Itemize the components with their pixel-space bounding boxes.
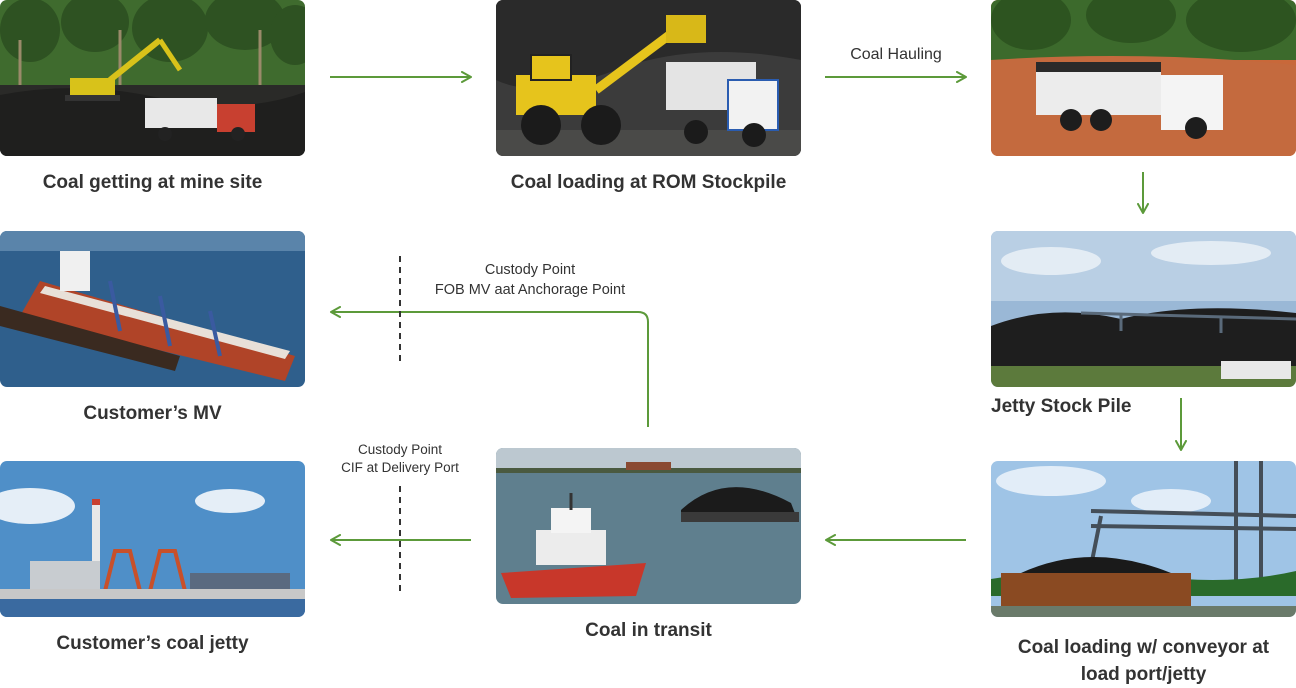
barge-beside-vessel-shape xyxy=(0,306,180,371)
label-custody-fob-line1: Custody Point xyxy=(484,262,576,278)
caption-conveyor-load-port: Coal loading w/ conveyor at load port/je… xyxy=(991,634,1296,688)
jetty-stockpile-photo xyxy=(991,231,1296,387)
wheel-loader-shape xyxy=(516,15,706,145)
caption-mine-site: Coal getting at mine site xyxy=(42,172,263,193)
caption-jetty-stockpile: Jetty Stock Pile xyxy=(991,396,1132,417)
caption-conveyor-line1: Coal loading w/ conveyor at xyxy=(1017,637,1270,658)
caption-rom-stockpile: Coal loading at ROM Stockpile xyxy=(510,172,787,193)
power-plant-shape xyxy=(30,499,290,592)
label-custody-cif-line2: CIF at Delivery Port xyxy=(341,460,459,475)
customer-mv-photo xyxy=(0,231,305,387)
hauling-photo xyxy=(991,0,1296,156)
barge-shape xyxy=(681,487,799,522)
label-custody-fob-line2: FOB MV aat Anchorage Point xyxy=(434,282,626,298)
coal-in-transit-photo xyxy=(496,448,801,604)
caption-conveyor-line2: load port/jetty xyxy=(1080,664,1207,685)
conveyor-shape xyxy=(1080,311,1296,333)
truck-shape xyxy=(666,62,779,147)
tugboat-shape xyxy=(501,493,646,598)
arrow-transit-to-mv xyxy=(330,306,649,427)
caption-customer-coal-jetty: Customer’s coal jetty xyxy=(56,633,249,654)
excavator-shape xyxy=(65,37,183,101)
caption-customer-mv: Customer’s MV xyxy=(83,403,222,424)
vessel-shape xyxy=(20,251,295,381)
label-custody-cif: Custody Point CIF at Delivery Port xyxy=(320,441,480,477)
label-custody-fob: Custody Point FOB MV aat Anchorage Point xyxy=(410,260,650,300)
conveyor-load-port-photo xyxy=(991,461,1296,617)
rom-stockpile-photo xyxy=(496,0,801,156)
label-custody-cif-line1: Custody Point xyxy=(357,442,443,457)
label-coal-hauling: Coal Hauling xyxy=(850,46,942,63)
haul-truck-shape xyxy=(1036,62,1223,139)
dump-truck-shape xyxy=(145,98,255,141)
mine-site-photo xyxy=(0,0,305,156)
caption-coal-in-transit: Coal in transit xyxy=(585,620,712,641)
customer-coal-jetty-photo xyxy=(0,461,305,617)
